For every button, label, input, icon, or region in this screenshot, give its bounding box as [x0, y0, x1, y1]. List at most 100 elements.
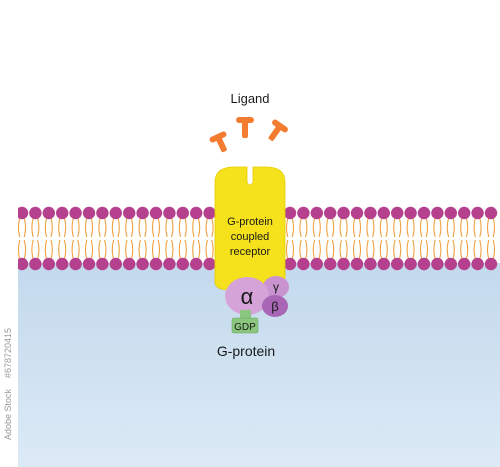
lipid-tail	[138, 217, 141, 238]
lipid-head	[350, 206, 364, 220]
lipid-head	[417, 206, 431, 220]
lipid-head	[42, 257, 55, 271]
lipid-tail	[44, 239, 48, 260]
lipid-tail	[157, 217, 161, 238]
lipid-tail	[17, 239, 21, 260]
lipid-head	[297, 206, 310, 220]
lipid-head	[82, 206, 96, 220]
lipid-head	[431, 206, 444, 220]
lipid-tail	[492, 239, 496, 260]
lipid-tail	[366, 239, 369, 260]
lipid-tail	[98, 217, 101, 238]
lipid-head	[176, 257, 189, 271]
lipid-tail	[90, 239, 94, 260]
ligand-2	[236, 117, 254, 138]
gamma-symbol: γ	[273, 280, 279, 294]
lipid-head	[377, 206, 390, 220]
lipid-head	[149, 206, 163, 220]
lipid-tail	[425, 239, 429, 260]
lipid-head	[69, 206, 82, 220]
lipid-tail	[339, 239, 342, 260]
lipid-head	[109, 257, 123, 271]
lipid-head	[324, 206, 337, 220]
lipid-tail	[305, 217, 308, 238]
lipid-tail	[393, 239, 396, 260]
lipid-head	[404, 206, 417, 220]
lipid-tail	[465, 217, 469, 238]
lipid-head	[337, 206, 350, 220]
lipid-head	[203, 206, 216, 220]
lipid-head	[310, 206, 323, 220]
lipid-tail	[71, 217, 74, 238]
lipid-tail	[479, 239, 482, 260]
lipid-head	[29, 257, 42, 271]
lipid-head	[82, 257, 96, 271]
stock-id-text: #678720415	[3, 328, 13, 378]
beta-symbol: β	[271, 299, 278, 314]
lipid-tail	[446, 217, 450, 238]
lipid-head	[444, 206, 457, 220]
gdp-stem	[240, 310, 251, 320]
stock-side-strip	[0, 0, 18, 467]
lipid-head	[283, 257, 297, 271]
lipid-tail	[84, 239, 88, 260]
lipid-head	[56, 206, 69, 220]
lipid-tail	[104, 217, 107, 238]
alpha-subunit	[225, 277, 269, 315]
lipid-tail	[345, 217, 348, 238]
lipid-tail	[331, 239, 335, 260]
lipid-tail	[358, 239, 362, 260]
lipid-head	[283, 206, 297, 220]
lipid-tail	[197, 239, 201, 260]
lipid-tail	[465, 239, 469, 260]
ligand-label: Ligand	[230, 91, 269, 106]
lipid-tail	[433, 239, 436, 260]
lipid-tail	[184, 217, 187, 238]
lipid-head	[109, 206, 123, 220]
lipid-head	[377, 257, 390, 271]
lipid-head	[15, 206, 29, 220]
lipid-tail	[165, 217, 168, 238]
lipid-tail	[211, 217, 214, 238]
gdp-box	[231, 317, 259, 334]
lipid-head	[324, 257, 337, 271]
lipid-tail	[130, 217, 134, 238]
lipid-tail	[50, 217, 53, 238]
lipid-tail	[117, 217, 120, 238]
lipid-tail	[77, 239, 80, 260]
lipid-head	[364, 257, 377, 271]
lipid-tail	[125, 239, 128, 260]
lipid-head	[163, 206, 176, 220]
lipid-tail	[479, 217, 482, 238]
lipid-tail	[178, 217, 182, 238]
lipid-tail	[31, 239, 34, 260]
lipid-head	[190, 257, 203, 271]
stock-brand-text: Adobe Stock	[3, 388, 13, 440]
lipid-tail	[305, 239, 308, 260]
lipid-tail	[50, 239, 53, 260]
lipid-tail	[299, 239, 302, 260]
lipid-tail	[299, 217, 302, 238]
lipid-tail	[433, 217, 436, 238]
stock-watermark: Adobe Stock #678720415	[3, 328, 13, 440]
lipid-tail	[406, 217, 409, 238]
lipid-tail	[211, 239, 214, 260]
gamma-subunit	[263, 276, 289, 298]
lipid-head	[458, 206, 471, 220]
receptor	[214, 166, 286, 291]
lipid-tail	[111, 217, 115, 238]
lipid-tail	[285, 217, 289, 238]
lipid-tail	[326, 217, 329, 238]
lipid-tail	[473, 217, 476, 238]
lipid-tail	[171, 217, 174, 238]
lipid-tail	[358, 217, 362, 238]
lipid-tail	[63, 217, 67, 238]
lipid-tail	[393, 217, 396, 238]
lipid-head	[123, 206, 136, 220]
lipid-head	[190, 206, 203, 220]
lipid-head	[136, 206, 149, 220]
lipid-tail	[473, 239, 476, 260]
lipid-tail	[446, 239, 450, 260]
ligand-3	[268, 119, 288, 141]
